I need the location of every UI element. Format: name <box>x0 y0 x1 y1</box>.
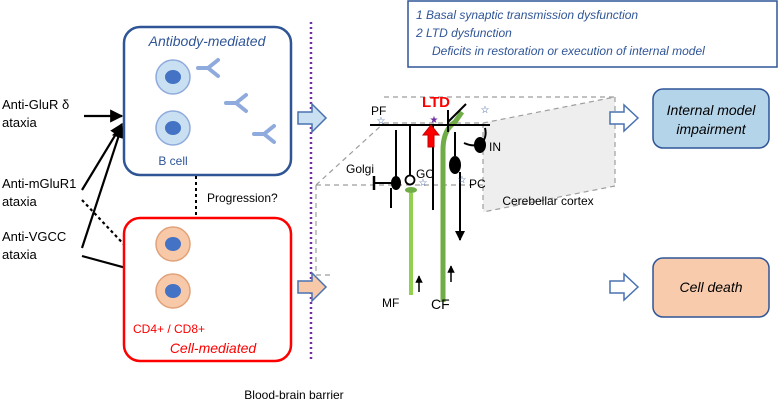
antibody-icon-2 <box>224 93 248 113</box>
ltd-up-arrow-icon <box>421 124 441 148</box>
blood-brain-barrier-label: Blood-brain barrier <box>244 388 343 402</box>
antibody-block-arrow <box>297 102 328 134</box>
t-cell-2-nucleus <box>165 284 181 298</box>
anti-vgcc-line2: ataxia <box>2 247 37 262</box>
gc-star-icon: ☆ <box>419 178 428 189</box>
anti-vgcc-label: Anti-VGCC ataxia <box>2 229 66 262</box>
legend-box: 1 Basal synaptic transmission dysfunctio… <box>407 0 778 68</box>
cell-death-box: Cell death <box>652 257 770 318</box>
pc-label: PC <box>469 177 486 191</box>
cortex-edge-1 <box>315 122 385 186</box>
pf-label: PF <box>371 104 386 118</box>
climbing-fiber <box>440 110 465 302</box>
antibody-icon-1 <box>196 58 220 78</box>
cell-death-label: Cell death <box>679 279 742 295</box>
b-cell-2-nucleus <box>165 121 181 135</box>
in-star-icon: ☆ <box>481 105 490 116</box>
legend-line-2: 2 LTD dysfunction <box>415 26 512 40</box>
cell-block-arrow <box>297 271 328 303</box>
mossy-fiber-terminal <box>405 187 417 193</box>
internal-model-line2: impairment <box>676 121 746 137</box>
granule-cell <box>404 174 416 186</box>
internal-model-arrow-icon <box>609 103 640 133</box>
b-cell-label: B cell <box>158 154 187 168</box>
cell-death-arrow-icon <box>609 272 640 302</box>
cortex-edge-6 <box>482 185 616 213</box>
cell-mediated-box: CD4+ / CD8+ Cell-mediated <box>122 216 293 363</box>
mf-label: MF <box>382 296 399 310</box>
b-cell-1-nucleus <box>165 70 181 84</box>
golgi-label: Golgi <box>346 162 374 176</box>
anti-glur-line2: ataxia <box>2 115 37 130</box>
internal-model-border <box>652 88 770 149</box>
cerebellar-cortex-box: Cerebellar cortex <box>315 96 616 276</box>
purkinje-soma <box>449 156 461 174</box>
anti-mglur-line1: Anti-mGluR1 <box>2 176 76 191</box>
antibody-box-border <box>122 25 293 177</box>
legend-border <box>407 0 778 68</box>
legend-line-1: 1 Basal synaptic transmission dysfunctio… <box>416 8 638 22</box>
ltd-star-icon: ★ <box>430 115 439 126</box>
pc-star-icon: ☆ <box>458 175 467 186</box>
antibody-mediated-title: Antibody-mediated <box>148 33 267 49</box>
cerebellar-cortex-label: Cerebellar cortex <box>502 194 593 208</box>
vgcc-to-antibody-arrow <box>80 124 125 249</box>
cell-mediated-title: Cell-mediated <box>170 340 258 356</box>
anti-vgcc-line1: Anti-VGCC <box>2 229 66 244</box>
anti-mglur-label: Anti-mGluR1 ataxia <box>2 176 76 209</box>
cortex-edge-3 <box>482 96 616 124</box>
antibody-icon-3 <box>252 124 276 144</box>
internal-model-line1: Internal model <box>667 102 757 118</box>
gc-label: GC <box>416 167 434 181</box>
pf-star-icon: ☆ <box>377 116 386 127</box>
purkinje-dendrite <box>447 103 467 132</box>
cortex-side-face <box>483 97 615 212</box>
anti-glur-line1: Anti-GluR δ <box>2 97 69 112</box>
anti-mglur-line2: ataxia <box>2 194 37 209</box>
internal-model-box: Internal model impairment <box>652 88 770 149</box>
progression-label: Progression? <box>207 191 278 205</box>
t-cell-1-nucleus <box>165 237 181 251</box>
cell-death-border <box>652 257 770 318</box>
mglur-to-antibody-arrow <box>81 122 123 191</box>
antibody-mediated-box: Antibody-mediated B cell <box>122 25 293 177</box>
cerebellar-circuit: ☆ ☆ ☆ ☆ ★ LTD PF IN Golgi GC PC MF CF <box>346 94 501 312</box>
antibody-icons <box>196 58 276 144</box>
cd4-cd8-label: CD4+ / CD8+ <box>133 322 205 336</box>
ltd-label: LTD <box>422 94 450 111</box>
anti-glur-label: Anti-GluR δ ataxia <box>2 97 69 130</box>
cf-label: CF <box>431 296 450 312</box>
interneuron-soma <box>474 137 486 153</box>
legend-line-3: Deficits in restoration or execution of … <box>432 44 705 58</box>
in-label: IN <box>489 140 501 154</box>
